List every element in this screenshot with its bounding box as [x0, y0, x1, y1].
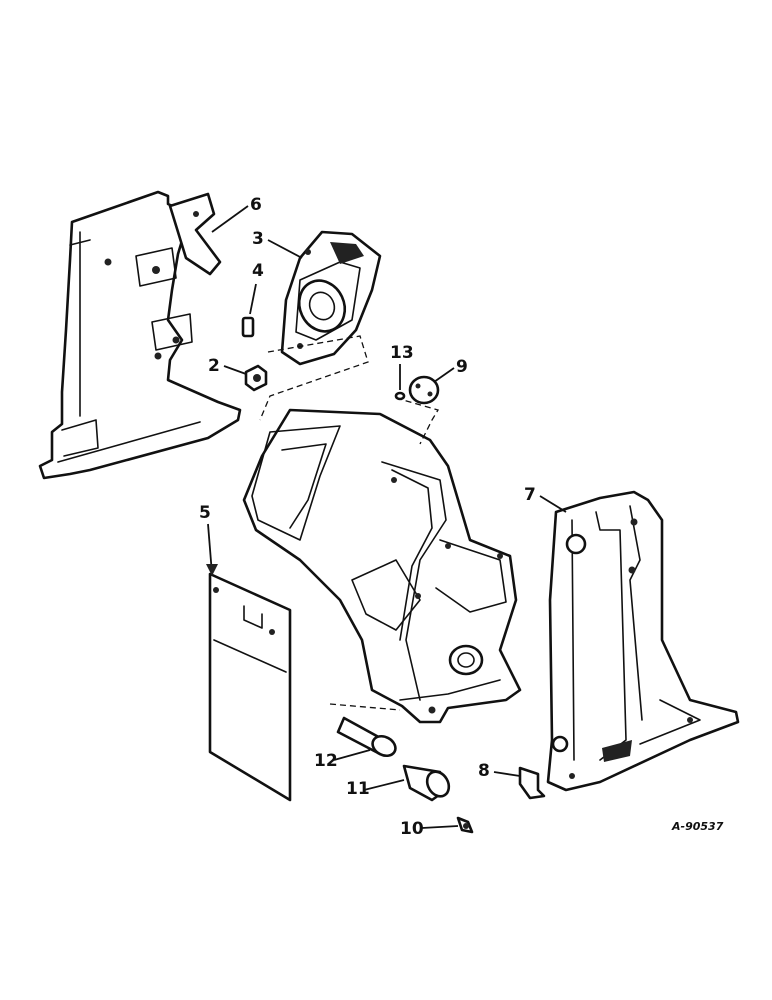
svg-text:5: 5: [199, 503, 211, 523]
svg-text:11: 11: [346, 779, 370, 799]
callout-10: 10: [400, 819, 459, 839]
svg-text:12: 12: [314, 751, 338, 771]
nut: [244, 364, 268, 392]
callout-3: 3: [252, 229, 303, 259]
right-side-housing: [546, 490, 740, 792]
main-housing: [242, 408, 522, 724]
clip: [518, 766, 546, 800]
elbow-fitting: [402, 764, 451, 802]
svg-text:13: 13: [390, 343, 414, 363]
svg-text:9: 9: [456, 357, 468, 377]
callout-13: 13: [390, 343, 414, 390]
svg-text:4: 4: [252, 261, 264, 281]
callout-12: 12: [314, 749, 371, 771]
small-plug: [456, 816, 474, 834]
left-side-bracket: [38, 190, 242, 480]
flap-shield: [208, 572, 292, 802]
cover-plate: [280, 230, 382, 366]
callout-4: 4: [249, 261, 264, 315]
svg-text:6: 6: [250, 195, 262, 215]
callout-7: 7: [524, 485, 567, 513]
pin: [241, 316, 255, 338]
callout-2: 2: [208, 356, 247, 376]
round-cap: [408, 375, 440, 405]
svg-text:2: 2: [208, 356, 220, 376]
svg-text:3: 3: [252, 229, 264, 249]
callout-8: 8: [478, 761, 521, 781]
callout-11: 11: [346, 779, 405, 799]
svg-text:10: 10: [400, 819, 424, 839]
bushing: [336, 716, 397, 758]
callout-9: 9: [433, 357, 468, 383]
drawing-number: A-90537: [671, 820, 724, 833]
svg-text:7: 7: [524, 485, 536, 505]
callout-6: 6: [211, 195, 262, 233]
callout-5: 5: [199, 503, 218, 576]
svg-text:8: 8: [478, 761, 490, 781]
assembly-dash-lines: [259, 335, 439, 711]
